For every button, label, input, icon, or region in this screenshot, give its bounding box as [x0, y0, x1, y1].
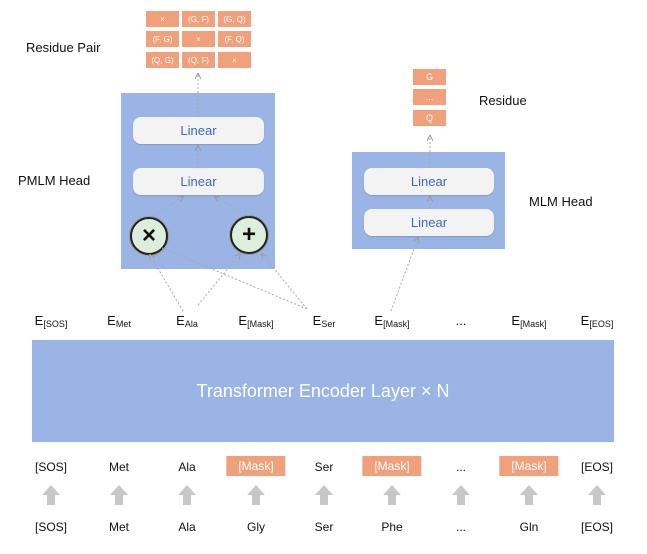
transformer-encoder-block: Transformer Encoder Layer × N — [32, 340, 614, 442]
input-token: ... — [455, 520, 467, 534]
residue-cells: G ... Q — [413, 69, 446, 127]
pair-cell: (F, G) — [146, 31, 179, 47]
token: [EOS] — [580, 460, 614, 474]
up-arrow-icon — [42, 485, 60, 505]
pair-cell: × — [182, 31, 215, 47]
up-arrow-icon — [247, 485, 265, 505]
input-token: Gly — [247, 520, 265, 534]
embedding-label: EAla — [176, 313, 198, 329]
input-token: Gln — [519, 520, 539, 534]
mask-token: [Mask] — [226, 456, 286, 476]
pair-cell: (Q, G) — [146, 52, 179, 68]
residue-cell: G — [413, 69, 446, 85]
input-token: Ser — [314, 520, 334, 534]
residue-pair-grid: × (G, F) (G, Q) (F, G) × (F, Q) (Q, G) (… — [146, 11, 252, 69]
residue-pair-title: Residue Pair — [26, 40, 101, 55]
pmlm-linear-top: Linear — [133, 117, 264, 144]
mlm-linear-top: Linear — [364, 168, 494, 195]
pair-cell: (G, Q) — [218, 11, 251, 27]
input-token: Ala — [178, 520, 196, 534]
embedding-label: E[Mask] — [511, 313, 547, 329]
token: Ala — [178, 460, 196, 474]
mlm-head-title: MLM Head — [529, 194, 593, 209]
up-arrow-icon — [110, 485, 128, 505]
embedding-label: ESer — [312, 313, 336, 329]
up-arrow-icon — [588, 485, 606, 505]
mask-token: [Mask] — [362, 456, 422, 476]
residue-cell: ... — [413, 89, 446, 105]
pmlm-linear-bottom: Linear — [133, 168, 264, 195]
input-token: Met — [108, 520, 130, 534]
input-token: [SOS] — [34, 520, 68, 534]
up-arrow-icon — [452, 485, 470, 505]
mlm-linear-bottom: Linear — [364, 209, 494, 236]
up-arrow-icon — [178, 485, 196, 505]
input-token: Phe — [381, 520, 403, 534]
input-token: [EOS] — [580, 520, 614, 534]
token: ... — [455, 460, 467, 474]
pair-cell: (F, Q) — [218, 31, 251, 47]
pair-cell: (G, F) — [182, 11, 215, 27]
token: Met — [108, 460, 130, 474]
up-arrow-icon — [315, 485, 333, 505]
embedding-label: E[SOS] — [34, 313, 68, 329]
pair-cell: × — [218, 52, 251, 68]
up-arrow-icon — [383, 485, 401, 505]
residue-title: Residue — [479, 93, 527, 108]
embedding-label: E[Mask] — [238, 313, 274, 329]
pair-cell: (Q, F) — [182, 52, 215, 68]
encoder-label: Transformer Encoder Layer × N — [196, 380, 450, 401]
pair-cell: × — [146, 11, 179, 27]
up-arrow-icon — [520, 485, 538, 505]
token: Ser — [314, 460, 334, 474]
pmlm-head-title: PMLM Head — [18, 173, 91, 188]
embedding-label: E[Mask] — [374, 313, 410, 329]
embedding-label: E[EOS] — [580, 313, 614, 329]
add-op-icon: + — [230, 216, 268, 254]
token: [SOS] — [34, 460, 68, 474]
mask-token: [Mask] — [499, 456, 559, 476]
embedding-label: ... — [455, 313, 467, 328]
residue-cell: Q — [413, 110, 446, 126]
embedding-label: EMet — [107, 313, 131, 329]
